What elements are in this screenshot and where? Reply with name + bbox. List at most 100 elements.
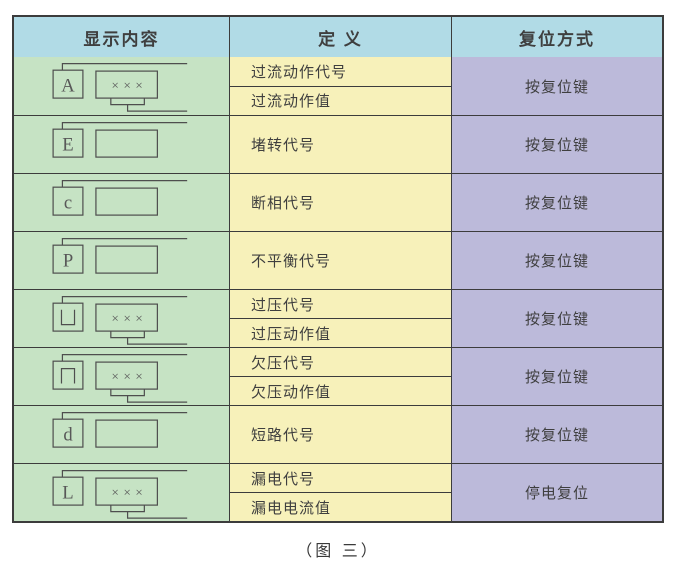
reset-cell: 停电复位 (451, 464, 662, 521)
callout-top-line (61, 63, 187, 71)
display-symbol-cell: ××× (14, 348, 229, 405)
symbol-value-text: ××× (111, 368, 147, 383)
symbol-value-text: ××× (111, 310, 147, 325)
definition-cell: 短路代号 (229, 406, 451, 463)
table-header-row: 显示内容 定 义 复位方式 (14, 17, 662, 57)
reset-text: 按复位键 (524, 78, 589, 96)
reset-text: 按复位键 (524, 369, 589, 386)
symbol-letter-box (51, 360, 84, 390)
table-body: A ××× 过流动作代号过流动作值 按复位键 E 堵转代号 按复位键 c 断相代号… (14, 57, 662, 521)
reset-text: 按复位键 (524, 253, 589, 270)
reset-cell: 按复位键 (451, 232, 662, 289)
display-symbol-cell: ××× (14, 290, 229, 347)
symbol-u-shape (60, 309, 75, 325)
definition-cell: 过压代号过压动作值 (229, 290, 451, 347)
display-symbol-cell: d (14, 406, 229, 463)
reset-text: 按复位键 (524, 137, 589, 154)
symbol-value-box (94, 360, 158, 390)
display-symbol-cell: A ××× (14, 57, 229, 115)
reset-cell: 按复位键 (451, 290, 662, 347)
definition-text: 欠压代号 (251, 354, 316, 372)
definition-cell: 断相代号 (229, 174, 451, 231)
display-symbol: P (51, 237, 187, 274)
callout-bottom-bracket (109, 504, 145, 512)
header-cell-display: 显示内容 (14, 17, 229, 57)
reset-cell: 按复位键 (451, 57, 662, 115)
symbol-value-text: ××× (111, 484, 147, 499)
definition-text: 过压代号 (251, 296, 316, 314)
callout-bottom-bracket (109, 330, 145, 338)
definition-cell: 不平衡代号 (229, 232, 451, 289)
table-row: E 堵转代号 按复位键 (14, 115, 662, 173)
callout-top-line (61, 237, 187, 245)
definition-text: 短路代号 (251, 427, 316, 444)
display-symbol: ××× (51, 295, 187, 345)
header-cell-reset: 复位方式 (451, 17, 662, 57)
definition-text: 漏电电流值 (230, 492, 451, 521)
symbol-n-shape (60, 367, 75, 384)
status-code-table: 显示内容 定 义 复位方式 A ××× 过流动作代号过流动作值 按复位键 E 堵转… (12, 15, 664, 523)
reset-cell: 按复位键 (451, 174, 662, 231)
definition-text: 过压动作值 (230, 318, 451, 347)
definition-cell: 欠压代号欠压动作值 (229, 348, 451, 405)
reset-text: 按复位键 (524, 195, 589, 212)
reset-text: 按复位键 (524, 311, 589, 328)
display-symbol: E (51, 121, 187, 158)
symbol-letter: L (62, 482, 73, 503)
symbol-letter: c (63, 192, 71, 213)
reset-cell: 按复位键 (451, 116, 662, 173)
symbol-value-box (94, 128, 158, 158)
callout-bottom-bracket (109, 388, 145, 396)
table-row: c 断相代号 按复位键 (14, 173, 662, 231)
symbol-letter-box (51, 302, 84, 332)
symbol-value-box (94, 244, 158, 274)
symbol-letter: E (62, 134, 73, 155)
symbol-value-box (94, 418, 158, 448)
table-row: ××× 欠压代号欠压动作值 按复位键 (14, 347, 662, 405)
symbol-value-text: ××× (111, 78, 147, 93)
symbol-letter-box (51, 69, 84, 99)
definition-text: 漏电代号 (251, 470, 316, 488)
definition-text: 欠压动作值 (230, 376, 451, 405)
table-row: L ××× 漏电代号漏电电流值 停电复位 (14, 463, 662, 521)
callout-top-line (61, 353, 187, 361)
display-symbol-cell: P (14, 232, 229, 289)
display-symbol: d (51, 411, 187, 448)
display-symbol-cell: c (14, 174, 229, 231)
symbol-letter-box (51, 418, 84, 448)
display-symbol: A ××× (51, 63, 187, 112)
callout-top-line (61, 121, 187, 129)
symbol-value-box (94, 186, 158, 216)
callout-top-line (61, 179, 187, 187)
header-cell-definition: 定 义 (229, 17, 451, 57)
callout-bottom-line (126, 337, 187, 345)
callout-top-line (61, 469, 187, 477)
reset-text: 按复位键 (524, 427, 589, 444)
symbol-letter-box (51, 186, 84, 216)
symbol-value-box (94, 70, 158, 99)
symbol-letter: d (63, 424, 73, 445)
reset-text: 停电复位 (524, 485, 589, 502)
display-symbol: c (51, 179, 187, 216)
callout-bottom-line (126, 511, 187, 519)
definition-text: 不平衡代号 (251, 253, 332, 270)
callout-bottom-line (126, 395, 187, 403)
symbol-letter-box (51, 476, 84, 506)
symbol-value-box (94, 302, 158, 332)
table-row: d 短路代号 按复位键 (14, 405, 662, 463)
display-symbol-cell: E (14, 116, 229, 173)
definition-text: 堵转代号 (251, 137, 316, 154)
table-row: ××× 过压代号过压动作值 按复位键 (14, 289, 662, 347)
symbol-letter: A (61, 76, 75, 97)
table-row: A ××× 过流动作代号过流动作值 按复位键 (14, 57, 662, 115)
definition-cell: 过流动作代号过流动作值 (229, 57, 451, 115)
definition-cell: 漏电代号漏电电流值 (229, 464, 451, 521)
symbol-letter-box (51, 244, 84, 274)
definition-text: 过流动作代号 (251, 63, 348, 81)
display-symbol: L ××× (51, 469, 187, 519)
display-symbol-cell: L ××× (14, 464, 229, 521)
display-symbol: ××× (51, 353, 187, 403)
table-row: P 不平衡代号 按复位键 (14, 231, 662, 289)
definition-cell: 堵转代号 (229, 116, 451, 173)
